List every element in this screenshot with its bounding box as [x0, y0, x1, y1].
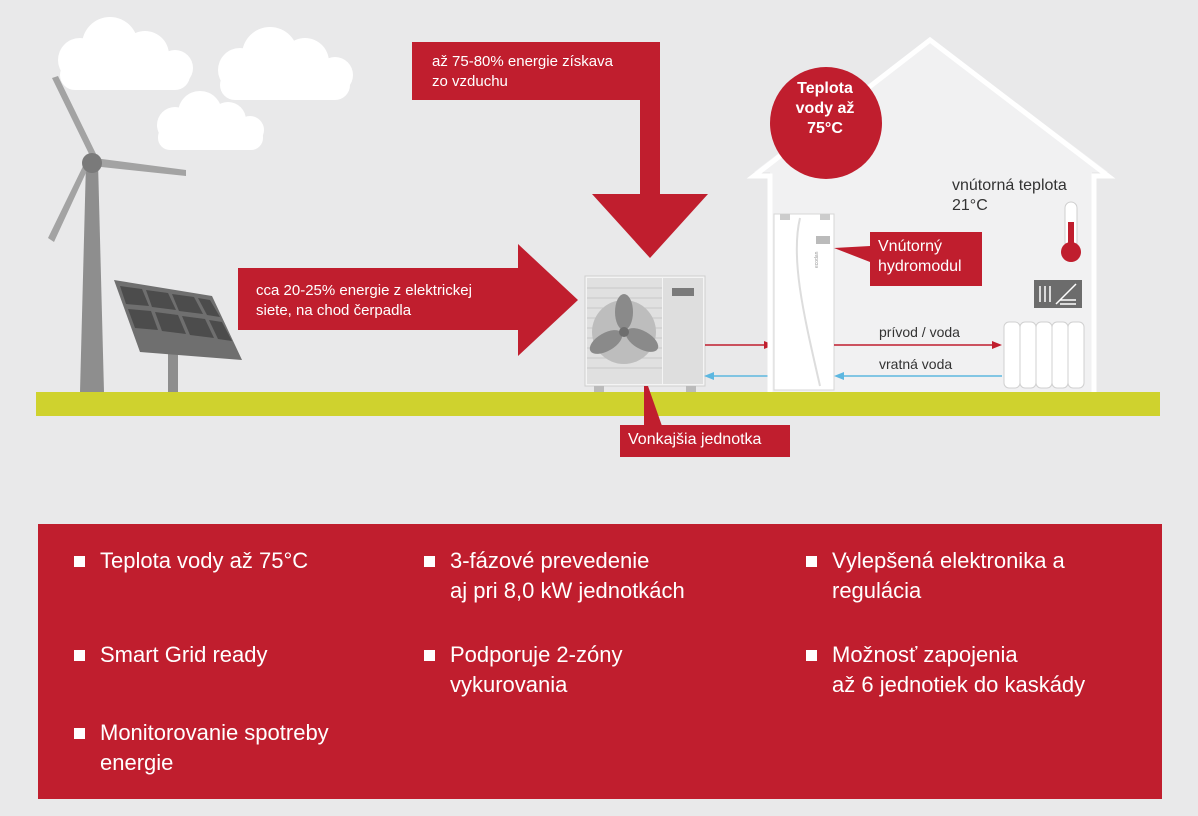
air-energy-label: až 75-80% energie získava zo vzduchu [432, 53, 613, 90]
hot-water-badge [770, 67, 882, 179]
radiator-icon [1003, 321, 1085, 389]
feature-item: Podporuje 2-zóny vykurovania [424, 640, 622, 700]
bullet-square-icon [806, 650, 817, 661]
cloud-icon [218, 27, 353, 100]
grid-energy-label: cca 20-25% energie z elektrickej siete, … [256, 282, 472, 319]
radiator-floor-heating-icon [1034, 280, 1082, 308]
cloud-icon [58, 17, 193, 90]
air-energy-arrow [412, 42, 708, 258]
hot-water-badge-text: Teplota vody až 75°C [795, 80, 855, 137]
bullet-square-icon [74, 650, 85, 661]
feature-item: Teplota vody až 75°C [74, 546, 308, 576]
feature-item: 3-fázové prevedenie aj pri 8,0 kW jednot… [424, 546, 685, 606]
wind-turbine-icon [48, 76, 186, 392]
heat-pump-outdoor-unit-icon [584, 275, 706, 392]
outdoor-unit-pointer [644, 386, 662, 426]
indoor-temperature-label: vnútorná teplota 21°C [952, 177, 1067, 214]
supply-label: prívod / voda [879, 324, 960, 340]
thermometer-icon [1061, 201, 1081, 262]
solar-panel-icon [114, 280, 242, 392]
bullet-square-icon [424, 650, 435, 661]
feature-item: Možnosť zapojenia až 6 jednotiek do kask… [806, 640, 1085, 700]
bullet-square-icon [74, 728, 85, 739]
bullet-square-icon [74, 556, 85, 567]
supply-pipe-outdoor [705, 341, 774, 349]
cloud-icon [157, 91, 264, 150]
ground-strip [36, 392, 1160, 416]
return-label: vratná voda [879, 356, 953, 372]
grid-energy-arrow [238, 244, 578, 356]
return-pipe-outdoor [704, 372, 772, 380]
svg-text:ecodan: ecodan [814, 251, 820, 268]
features-panel: Teplota vody až 75°C 3-fázové prevedenie… [38, 524, 1162, 799]
feature-item: Smart Grid ready [74, 640, 268, 670]
bullet-square-icon [806, 556, 817, 567]
heat-pump-scene: ecodan [36, 17, 1160, 426]
bullet-square-icon [424, 556, 435, 567]
indoor-hydromodule-icon: ecodan [773, 213, 835, 391]
indoor-unit-tag: Vnútorný hydromodul [870, 232, 982, 286]
indoor-unit-pointer [834, 246, 870, 262]
outdoor-unit-tag: Vonkajšia jednotka [620, 425, 790, 457]
supply-pipe-indoor [834, 341, 1002, 349]
return-pipe-indoor [834, 372, 1002, 380]
feature-item: Monitorovanie spotreby energie [74, 718, 329, 778]
feature-item: Vylepšená elektronika a regulácia [806, 546, 1065, 606]
